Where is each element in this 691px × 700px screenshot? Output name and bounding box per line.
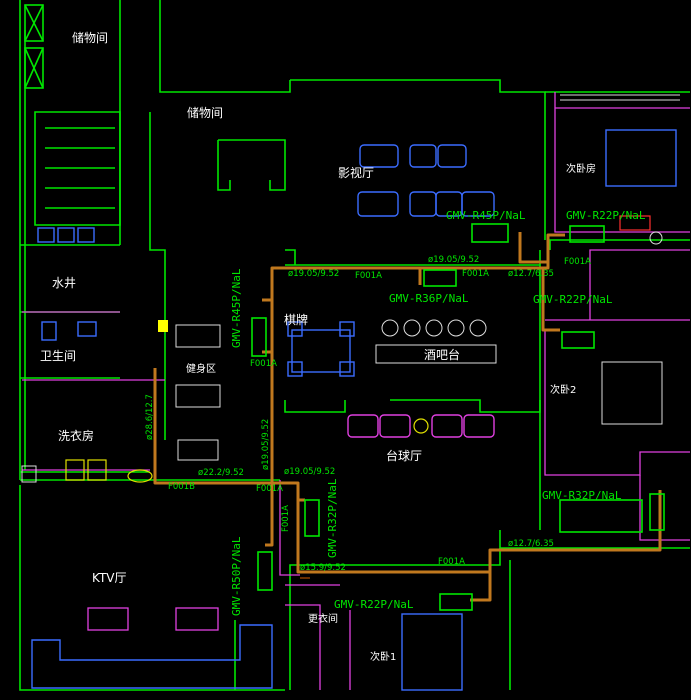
unit-tag-r45-vert: GMV-R45P/NaL	[230, 268, 243, 348]
unit-tag-r36: GMV-R36P/NaL	[389, 292, 469, 305]
pipe-label: ø19.05/9.52	[284, 467, 335, 477]
unit-tag-r32-vert: GMV-R32P/NaL	[326, 478, 339, 558]
room-label-small: 更衣间	[308, 612, 338, 625]
room-label-ktv: KTV厅	[92, 571, 126, 585]
unit-tags: GMV-R45P/NaL GMV-R22P/NaL GMV-R36P/NaL G…	[230, 209, 646, 616]
room-labels: 储物间 储物间 影视厅 水井 卫生间 洗衣房 健身区 棋牌 酒吧台 台球厅 KT…	[40, 30, 596, 663]
fitting-label: F001A	[564, 257, 591, 267]
unit-box-r50-vert	[257, 551, 273, 591]
pipe-label: ø28.6/12.7	[145, 394, 155, 440]
pipe-labels: ø19.05/9.52 ø19.05/9.52 ø12.7/6.35 ø19.0…	[145, 255, 554, 573]
unit-box-r22-top	[569, 225, 605, 243]
room-label-storage1: 储物间	[72, 30, 108, 45]
room-label-chess: 棋牌	[284, 313, 308, 327]
unit-tag-r22-bottom: GMV-R22P/NaL	[334, 598, 414, 611]
fitting-label: F001A	[281, 505, 291, 532]
unit-tag-r22-top: GMV-R22P/NaL	[566, 209, 646, 222]
unit-box-r32-right	[649, 493, 665, 531]
room-label-cinema: 影视厅	[338, 165, 374, 180]
bar-counter	[375, 344, 497, 364]
indoor-units	[251, 223, 665, 611]
pipe-label: ø22.2/9.52	[198, 468, 244, 478]
unit-box-r22-mid	[561, 331, 595, 349]
walls	[19, 0, 690, 691]
pipe-label: ø19.05/9.52	[428, 255, 479, 265]
unit-box-r45-top	[471, 223, 509, 243]
room-label-storage2: 储物间	[187, 105, 223, 120]
room-label-bedroom3: 次卧房	[566, 162, 596, 175]
unit-tag-r22-mid: GMV-R22P/NaL	[533, 293, 613, 306]
room-label-bedroom2: 次卧2	[550, 383, 576, 396]
unit-box-r45-vert	[251, 317, 267, 357]
unit-tag-r45-top: GMV-R45P/NaL	[446, 209, 526, 222]
room-label-laundry: 洗衣房	[58, 428, 94, 443]
partitions	[22, 92, 690, 690]
room-label-gym: 健身区	[186, 362, 216, 375]
unit-box-r22-bottom	[439, 593, 473, 611]
unit-tag-r50-vert: GMV-R50P/NaL	[230, 536, 243, 616]
room-label-bedroom1: 次卧1	[370, 650, 396, 663]
unit-box-r32-vert	[304, 499, 320, 537]
pipe-label: ø15.9/9.52	[300, 563, 346, 573]
room-label-restroom: 卫生间	[40, 349, 76, 363]
pipe-label: ø19.05/9.52	[261, 419, 271, 470]
fitting-label: F001A	[250, 359, 277, 369]
room-label-bar: 酒吧台	[424, 347, 460, 362]
fitting-label: F001A	[256, 484, 283, 494]
furniture	[21, 94, 680, 691]
pipe-label: ø12.7/6.35	[508, 269, 554, 279]
room-label-billiards: 台球厅	[386, 448, 422, 463]
fitting-label: F001B	[168, 482, 195, 492]
pipe-label: ø12.7/6.35	[508, 539, 554, 549]
refrigerant-pipes	[153, 232, 662, 602]
storage-shelves	[24, 4, 44, 89]
unit-box-r36	[423, 269, 457, 287]
room-label-water-well: 水井	[52, 276, 76, 290]
fitting-label: F001A	[438, 557, 465, 567]
fitting-label: F001A	[462, 269, 489, 279]
fitting-label: F001A	[355, 271, 382, 281]
fitting-labels: F001A F001A F001A F001A F001B F001A F001…	[168, 257, 591, 567]
unit-tag-r32-right: GMV-R32P/NaL	[542, 489, 622, 502]
pipe-label: ø19.05/9.52	[288, 269, 339, 279]
